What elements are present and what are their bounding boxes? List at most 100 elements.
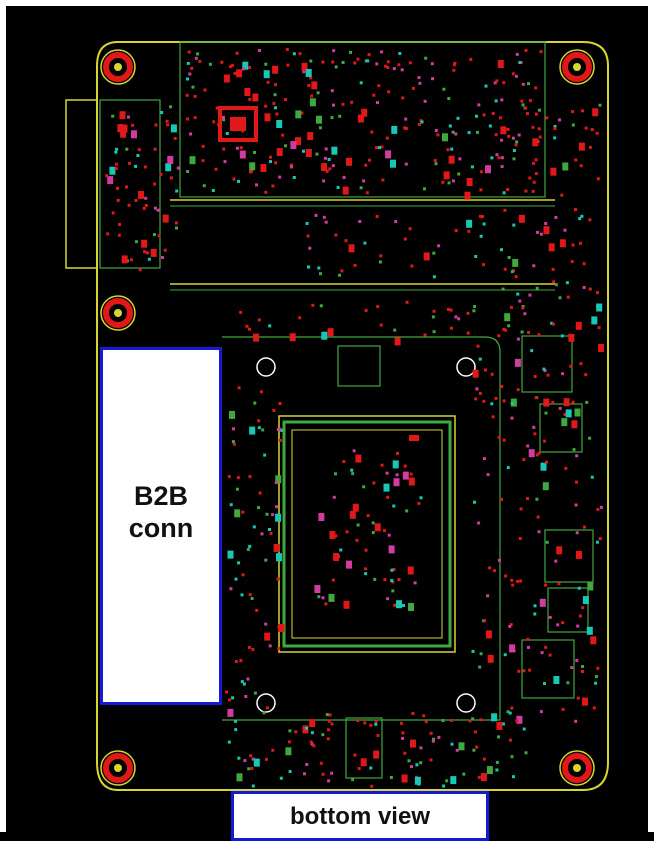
component-pad: [488, 566, 492, 570]
component-pad: [532, 264, 536, 268]
component-pad: [432, 737, 435, 741]
component-pad: [257, 419, 261, 423]
component-pad: [262, 711, 266, 715]
component-pad: [527, 645, 530, 649]
component-pad: [114, 150, 118, 154]
component-pad: [485, 165, 491, 174]
component-pad: [499, 498, 503, 501]
component-pad: [526, 444, 530, 448]
component-pad: [194, 56, 198, 60]
component-pad: [502, 327, 506, 331]
component-pad: [332, 49, 336, 53]
component-pad: [167, 155, 174, 164]
component-pad: [468, 182, 472, 186]
component-pad: [502, 438, 506, 442]
component-pad: [393, 603, 397, 607]
component-pad: [362, 179, 366, 183]
component-pad: [220, 60, 224, 64]
component-pad: [248, 66, 252, 69]
component-pad: [264, 62, 268, 66]
component-pad: [138, 190, 144, 199]
component-pad: [231, 440, 235, 444]
component-pad: [473, 730, 477, 734]
component-pad: [276, 148, 283, 157]
component-pad: [590, 475, 594, 479]
component-pad: [239, 146, 243, 150]
component-pad: [532, 425, 536, 429]
component-pad: [402, 471, 409, 480]
component-pad: [498, 116, 502, 120]
component-pad: [454, 315, 458, 319]
component-pad: [128, 161, 131, 165]
component-pad: [528, 449, 535, 458]
component-pad: [272, 409, 276, 412]
component-pad: [554, 216, 558, 219]
component-pad: [364, 567, 368, 571]
component-pad: [494, 396, 498, 400]
component-pad: [232, 177, 236, 181]
component-pad: [265, 512, 269, 516]
component-pad: [507, 256, 511, 259]
component-pad: [533, 604, 537, 608]
component-pad: [201, 144, 205, 148]
component-pad: [379, 254, 383, 258]
component-pad: [305, 763, 309, 766]
component-pad: [382, 529, 386, 533]
component-pad: [257, 318, 261, 322]
component-pad: [564, 466, 568, 470]
component-pad: [477, 775, 481, 779]
component-pad: [420, 120, 424, 124]
component-pad: [404, 162, 408, 166]
component-pad: [222, 115, 225, 119]
component-pad: [572, 448, 576, 452]
component-pad: [457, 172, 461, 176]
component-pad: [211, 189, 215, 192]
component-pad: [457, 317, 461, 321]
component-pad: [576, 624, 580, 628]
component-pad: [539, 710, 543, 714]
component-pad: [579, 362, 583, 366]
component-pad: [441, 180, 445, 184]
component-pad: [526, 112, 529, 116]
component-pad: [378, 260, 382, 264]
component-pad: [240, 680, 244, 684]
component-pad: [486, 473, 490, 477]
component-pad: [340, 269, 344, 273]
component-pad: [544, 222, 548, 225]
component-pad: [536, 230, 539, 234]
component-pad: [276, 428, 280, 431]
component-pad: [516, 579, 520, 583]
component-pad: [417, 123, 421, 126]
component-pad: [245, 324, 249, 328]
component-pad: [521, 82, 525, 86]
component-pad: [160, 111, 164, 114]
component-pad: [115, 147, 119, 151]
component-pad: [516, 388, 520, 392]
component-pad: [596, 507, 600, 511]
component-pad: [138, 268, 142, 272]
component-pad: [310, 742, 314, 746]
component-pad: [386, 597, 390, 601]
component-pad: [446, 307, 450, 311]
component-pad: [538, 135, 542, 139]
soc-ring: [282, 420, 452, 648]
component-pad: [249, 162, 256, 171]
component-pad: [506, 127, 510, 131]
component-pad: [328, 593, 335, 602]
component-pad: [464, 191, 471, 200]
component-pad: [214, 167, 218, 171]
component-pad: [417, 501, 421, 505]
component-pad: [229, 410, 235, 419]
component-pad: [330, 771, 334, 775]
component-pad: [448, 124, 452, 128]
component-pad: [298, 52, 302, 56]
component-pad: [536, 515, 540, 519]
component-pad: [508, 624, 512, 628]
component-pad: [594, 681, 598, 685]
component-pad: [508, 711, 512, 715]
component-pad: [401, 731, 405, 735]
component-pad: [314, 585, 321, 593]
component-pad: [222, 147, 226, 151]
component-pad: [404, 127, 408, 130]
component-pad: [290, 163, 293, 167]
